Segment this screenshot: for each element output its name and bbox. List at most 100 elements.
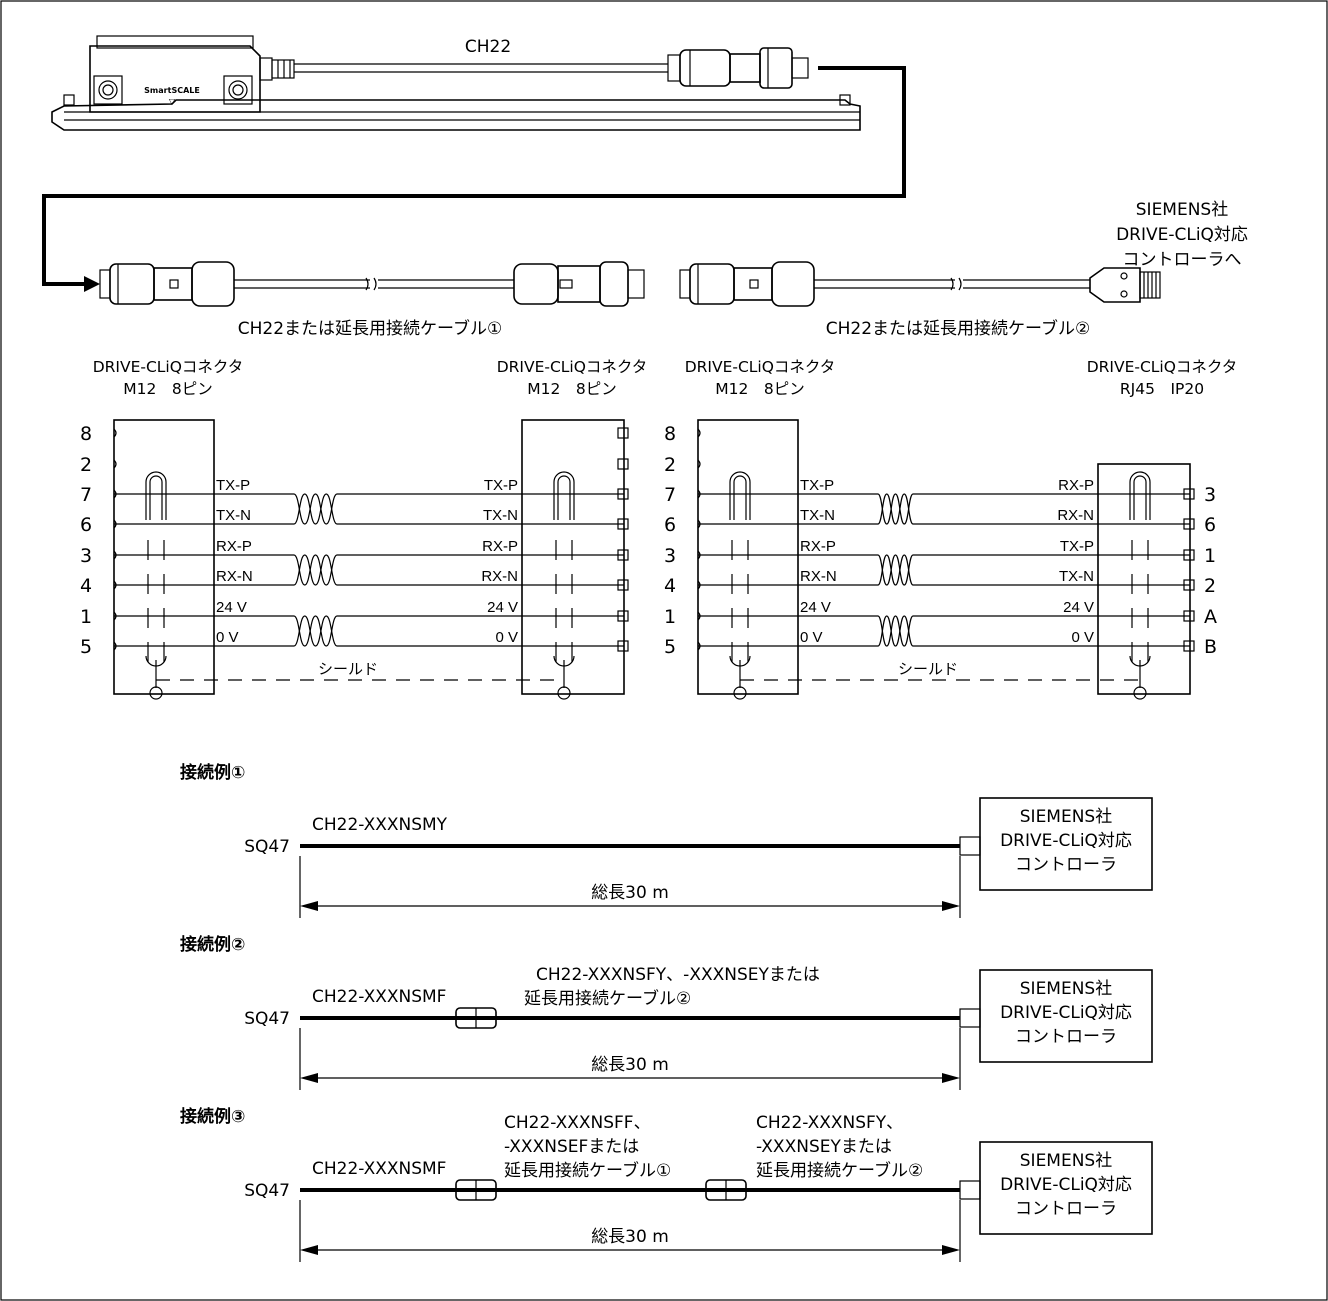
shield-label: シールド bbox=[898, 661, 958, 678]
left-pin-number: 1 bbox=[664, 606, 676, 628]
left-pin-number: 5 bbox=[664, 636, 676, 658]
signal-label-right: RX-N bbox=[1057, 507, 1094, 524]
device-label: SQ47 bbox=[244, 1009, 290, 1029]
signal-label-left: 24 V bbox=[800, 599, 831, 616]
signal-label-right: 0 V bbox=[1071, 629, 1094, 646]
left-pin-contact bbox=[697, 428, 701, 438]
top-cable: CH22 bbox=[42, 37, 906, 292]
left-pin-number: 4 bbox=[80, 575, 92, 597]
signal-label-left: RX-P bbox=[216, 538, 252, 555]
signal-label-right: RX-P bbox=[482, 538, 518, 555]
signal-label-right: 24 V bbox=[487, 599, 518, 616]
left-pin-contact bbox=[113, 428, 117, 438]
controller-label: コントローラ bbox=[1015, 1199, 1117, 1219]
left-pin-number: 7 bbox=[664, 484, 676, 506]
twisted-pair bbox=[877, 554, 914, 586]
signal-label-right: TX-P bbox=[484, 477, 518, 494]
twisted-pair bbox=[877, 493, 914, 525]
signal-label-right: RX-N bbox=[481, 568, 518, 585]
signal-label-left: RX-P bbox=[800, 538, 836, 555]
right-pin-contact bbox=[1183, 640, 1195, 652]
controller-label: SIEMENS社 bbox=[1020, 1151, 1112, 1171]
cable-code: 延長用接続ケーブル② bbox=[756, 1160, 923, 1181]
device-brand-label: SmartSCALE bbox=[144, 86, 200, 95]
right-pin-contact bbox=[617, 610, 629, 622]
signal-label-left: RX-N bbox=[216, 568, 253, 585]
left-pin-contact bbox=[697, 459, 701, 469]
svg-text:SIEMENS社: SIEMENS社 bbox=[1136, 200, 1228, 220]
cable-code: CH22-XXXNSFY、 bbox=[756, 1113, 903, 1133]
svg-text:DRIVE-CLiQコネクタ: DRIVE-CLiQコネクタ bbox=[1087, 358, 1238, 376]
twisted-pair bbox=[877, 554, 914, 586]
cable-code: CH22-XXXNSFY、-XXXNSEYまたは bbox=[536, 965, 820, 985]
right-connector-box bbox=[1097, 463, 1191, 695]
twisted-pair bbox=[293, 615, 338, 647]
right-pin-contact bbox=[1183, 579, 1195, 591]
top-cable-label: CH22 bbox=[465, 37, 511, 57]
left-pin-number: 2 bbox=[664, 454, 676, 476]
right-pin-contact bbox=[617, 458, 629, 470]
scale-head: SmartSCALE ▽ bbox=[51, 35, 861, 131]
twisted-pair bbox=[877, 493, 914, 525]
right-connector-box bbox=[521, 419, 625, 695]
shield-loop bbox=[149, 475, 163, 520]
cable1-label: CH22または延長用接続ケーブル① bbox=[238, 318, 503, 339]
left-pin-number: 1 bbox=[80, 606, 92, 628]
cable-code: 延長用接続ケーブル② bbox=[524, 988, 691, 1009]
right-pin-number: B bbox=[1204, 636, 1217, 658]
cable-code: CH22-XXXNSMF bbox=[312, 987, 446, 1007]
left-pin-number: 7 bbox=[80, 484, 92, 506]
example-title: 接続例③ bbox=[180, 1106, 245, 1127]
extension-cable-1: CH22または延長用接続ケーブル① bbox=[99, 261, 645, 339]
left-pin-number: 6 bbox=[664, 514, 676, 536]
signal-label-left: TX-N bbox=[800, 507, 835, 524]
right-pin-contact bbox=[1183, 549, 1195, 561]
total-length: 総長30 m bbox=[591, 883, 669, 903]
signal-label-right: TX-N bbox=[483, 507, 518, 524]
shield-loop bbox=[553, 471, 575, 520]
left-connector-box bbox=[113, 419, 215, 695]
twisted-pair bbox=[293, 615, 338, 647]
controller-label: SIEMENS社 bbox=[1020, 807, 1112, 827]
shield-ground bbox=[733, 686, 747, 700]
signal-label-left: 24 V bbox=[216, 599, 247, 616]
shield-loop bbox=[1129, 471, 1151, 520]
cable-code: CH22-XXXNSMY bbox=[312, 815, 448, 835]
shield-ground bbox=[1133, 686, 1147, 700]
twisted-pair bbox=[293, 554, 338, 586]
cable-code: -XXXNSEFまたは bbox=[504, 1137, 639, 1157]
right-pin-contact bbox=[617, 579, 629, 591]
connector-headers: DRIVE-CLiQコネクタ M12 8ピン DRIVE-CLiQコネクタ M1… bbox=[93, 358, 1238, 398]
total-length: 総長30 m bbox=[591, 1227, 669, 1247]
right-pin-number: A bbox=[1204, 606, 1217, 628]
cable-code: -XXXNSEYまたは bbox=[756, 1137, 892, 1157]
signal-label-right: TX-P bbox=[1060, 538, 1094, 555]
signal-label-right: 0 V bbox=[495, 629, 518, 646]
shield-loop bbox=[145, 471, 167, 520]
controller-label: DRIVE-CLiQ対応 bbox=[1000, 1175, 1132, 1195]
dimension-arrow bbox=[300, 1245, 318, 1255]
shield-ground bbox=[557, 686, 571, 700]
shield-label: シールド bbox=[318, 661, 378, 678]
right-pin-contact bbox=[617, 518, 629, 530]
left-pin-number: 8 bbox=[80, 423, 92, 445]
dimension-arrow bbox=[942, 1245, 960, 1255]
svg-text:DRIVE-CLiQコネクタ: DRIVE-CLiQコネクタ bbox=[497, 358, 648, 376]
signal-label-right: RX-P bbox=[1058, 477, 1094, 494]
cable-code: CH22-XXXNSMF bbox=[312, 1159, 446, 1179]
dimension-arrow bbox=[942, 1073, 960, 1083]
left-pin-number: 4 bbox=[664, 575, 676, 597]
svg-text:DRIVE-CLiQコネクタ: DRIVE-CLiQコネクタ bbox=[93, 358, 244, 376]
extension-cable-2: CH22または延長用接続ケーブル② bbox=[679, 261, 1161, 339]
device-label: SQ47 bbox=[244, 837, 290, 857]
twisted-pair bbox=[293, 493, 338, 525]
twisted-pair bbox=[293, 493, 338, 525]
signal-label-right: 24 V bbox=[1063, 599, 1094, 616]
signal-label-left: 0 V bbox=[216, 629, 239, 646]
